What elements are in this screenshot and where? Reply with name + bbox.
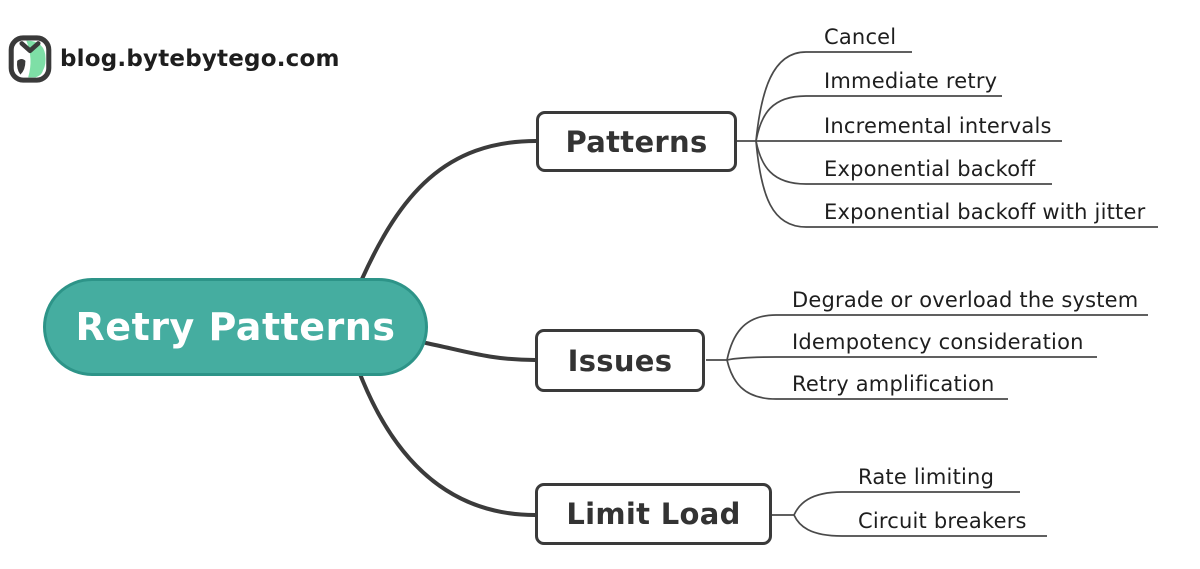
leaf-label-rate-limiting: Rate limiting <box>858 465 995 489</box>
leaf-connector-exponential-backoff-jitter <box>755 140 1158 228</box>
bytebytego-logo-icon <box>8 35 52 83</box>
leaf-label-idempotency: Idempotency consideration <box>792 330 1084 354</box>
branch-node-patterns: Patterns <box>536 111 737 172</box>
branch-node-issues: Issues <box>535 329 705 392</box>
branch-node-label: Issues <box>567 343 673 378</box>
branch-node-label: Patterns <box>565 124 708 159</box>
leaf-connector-retry-amplification <box>726 359 1008 400</box>
leaf-connector-degrade <box>726 314 1148 361</box>
leaf-label-exponential-backoff: Exponential backoff <box>824 157 1036 181</box>
branch-connector-limit-load <box>358 372 537 517</box>
leaf-connector-circuit-breakers <box>793 514 1047 537</box>
leaf-label-exponential-backoff-jitter: Exponential backoff with jitter <box>824 200 1146 224</box>
leaf-label-circuit-breakers: Circuit breakers <box>858 509 1027 533</box>
site-badge: blog.bytebytego.com <box>8 34 340 84</box>
leaf-connector-immediate-retry <box>755 95 1002 142</box>
leaf-label-degrade-overload: Degrade or overload the system <box>792 288 1139 312</box>
leaf-connector-idempotency <box>726 356 1097 361</box>
site-url-text: blog.bytebytego.com <box>60 46 340 72</box>
leaf-label-incremental-intervals: Incremental intervals <box>824 114 1052 138</box>
leaf-label-immediate-retry: Immediate retry <box>824 69 998 93</box>
branch-connector-issues <box>424 341 537 362</box>
branch-node-limit-load: Limit Load <box>535 483 772 545</box>
branch-node-label: Limit Load <box>566 497 741 531</box>
leaf-label-retry-amplification: Retry amplification <box>792 372 995 396</box>
leaf-connector-rate-limiting <box>793 491 1020 516</box>
leaf-label-cancel: Cancel <box>824 25 897 49</box>
root-node-label: Retry Patterns <box>75 305 396 349</box>
root-node-retry-patterns: Retry Patterns <box>43 278 428 376</box>
leaf-connector-exponential-backoff <box>755 140 1052 185</box>
leaf-connector-cancel <box>755 51 912 142</box>
branch-connector-patterns <box>360 139 538 281</box>
